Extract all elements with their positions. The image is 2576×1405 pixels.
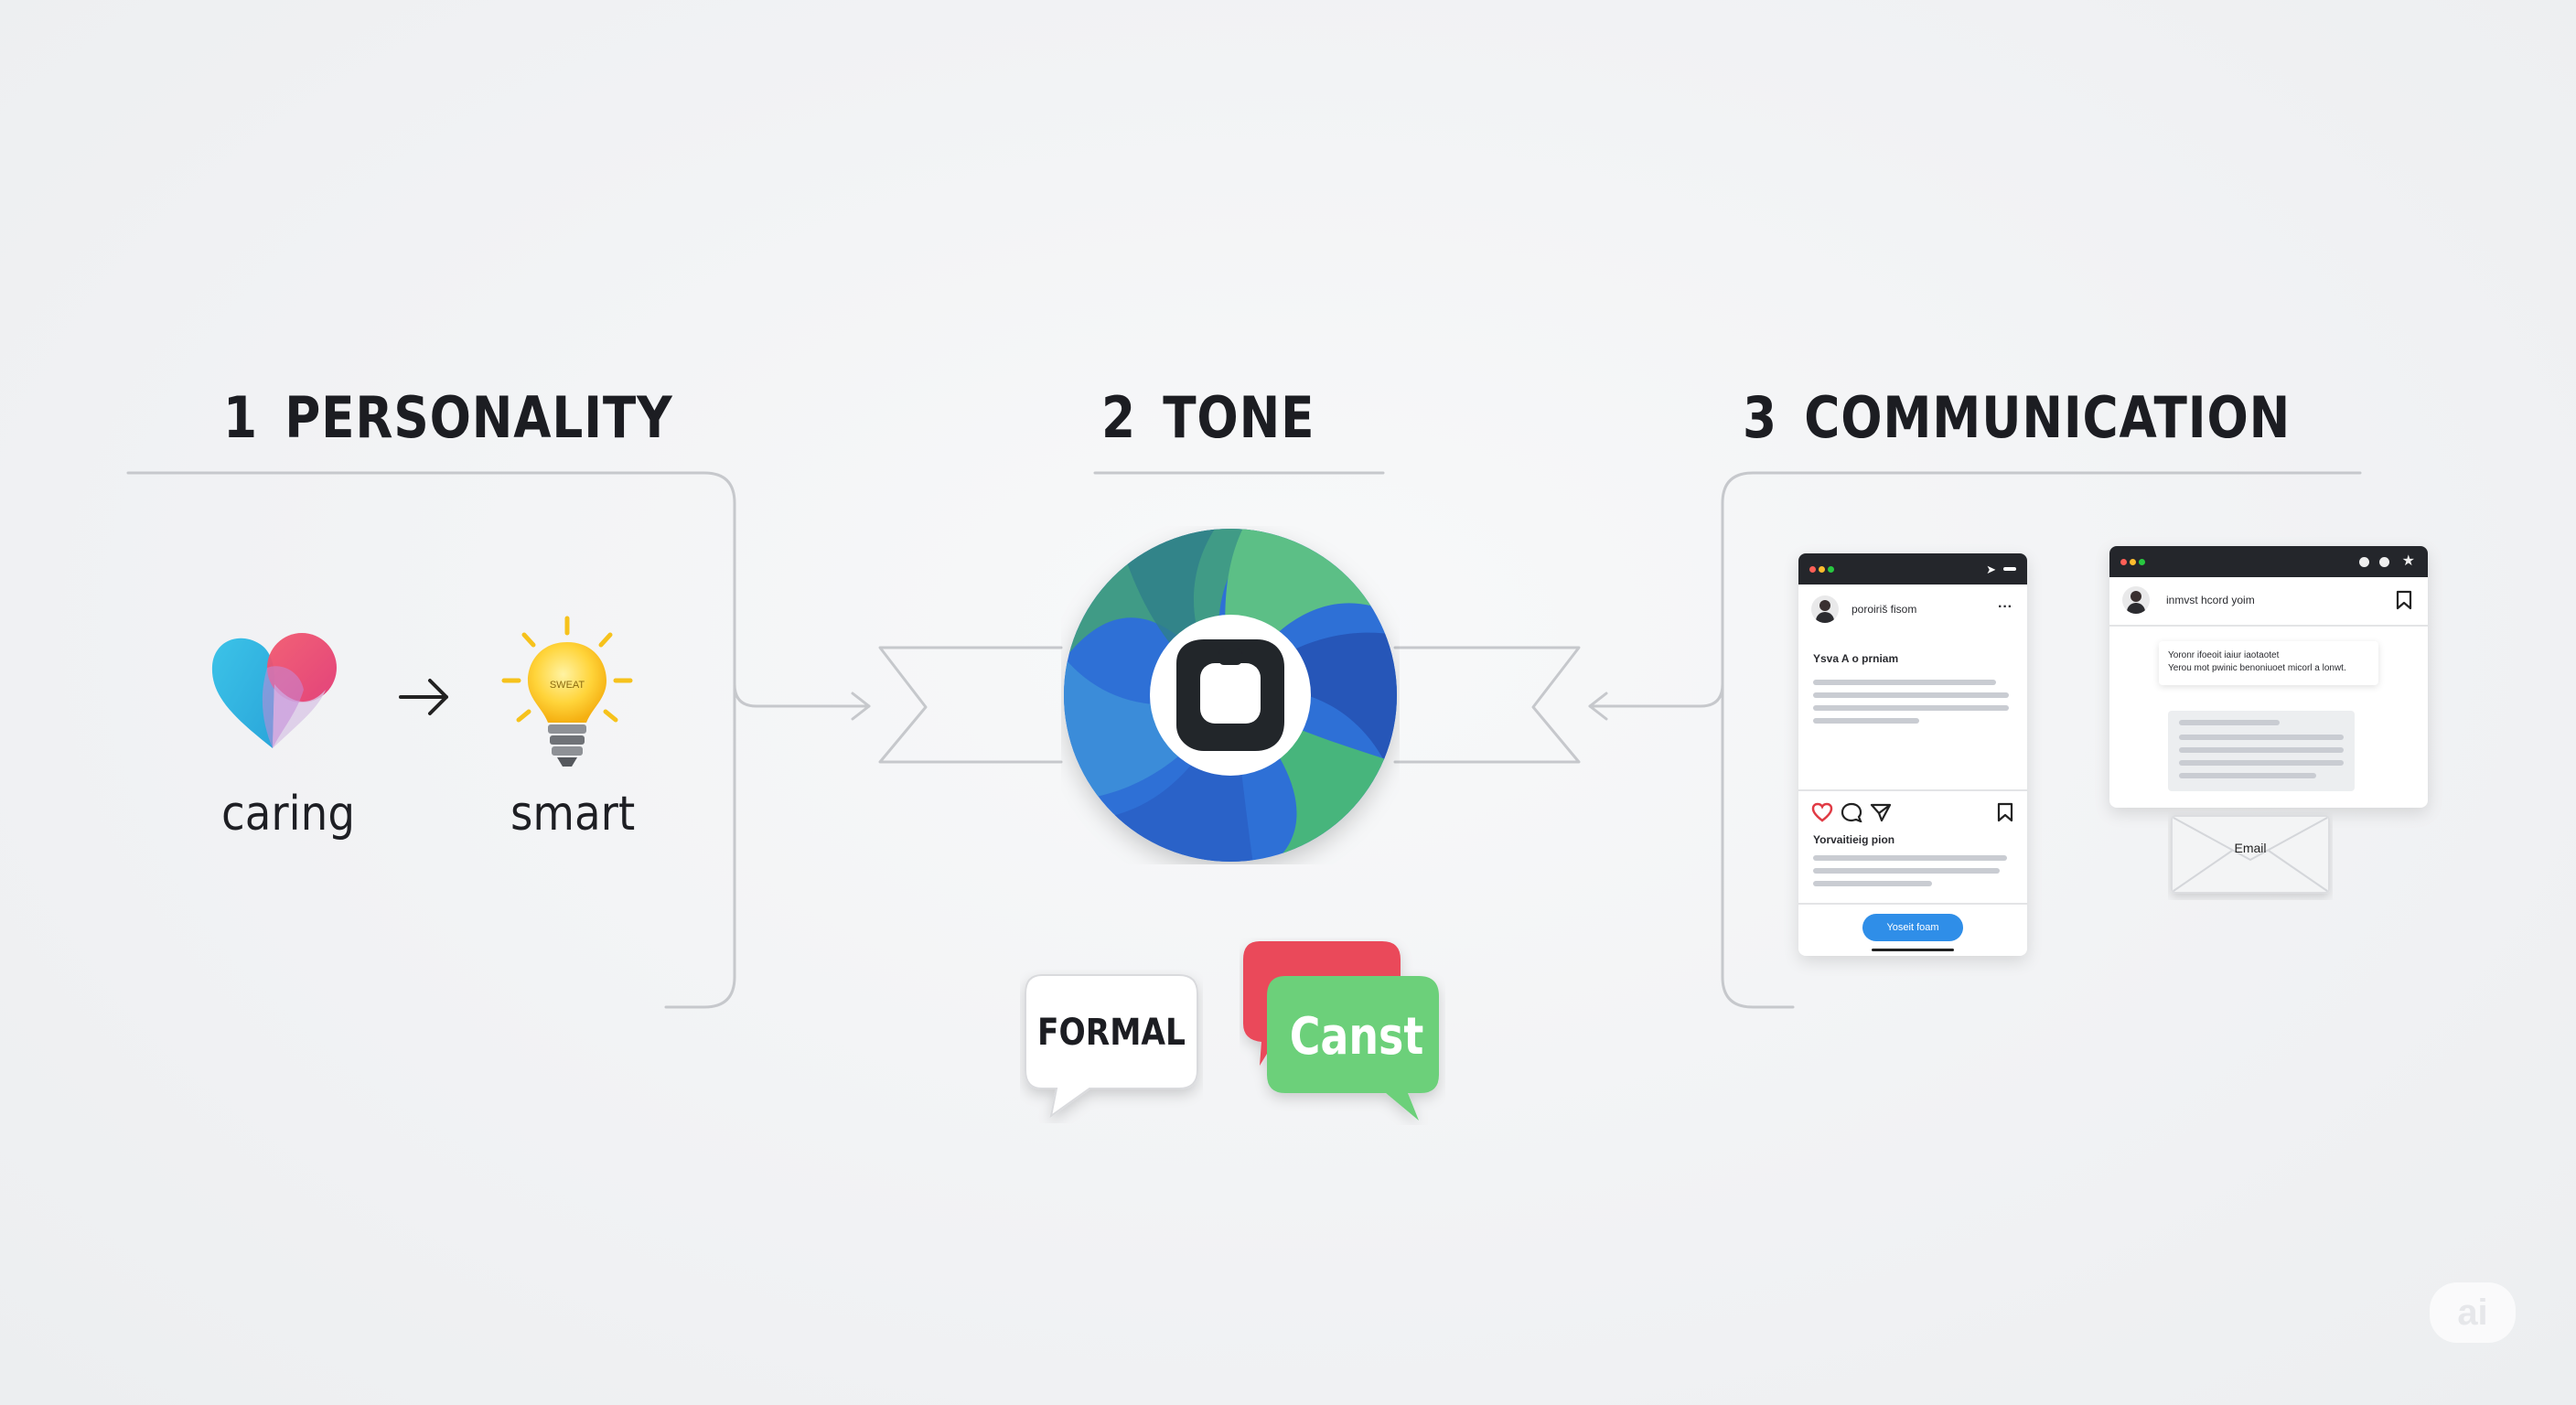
- arrow-right-icon: [399, 679, 448, 715]
- text-line: [1813, 705, 2009, 711]
- window-dot: [2120, 559, 2127, 565]
- message-line: Yoronr ifoeoit iaiur iaotaotet: [2168, 650, 2280, 660]
- email-card: ★ inmvst hcord yoim Yoronr ifoeoit iaiur…: [2109, 546, 2428, 808]
- text-line: [2179, 720, 2280, 725]
- lightbulb-icon: SWEAT: [501, 616, 633, 767]
- text-line: [1813, 881, 1932, 886]
- section-heading-personality: 1 PERSONALITY: [223, 384, 673, 451]
- section-title: COMMUNICATION: [1804, 384, 2292, 451]
- message-line: Yerou mot pwinic benoniuoet micorl a lon…: [2168, 663, 2346, 673]
- envelope-icon: Email: [2171, 815, 2330, 894]
- logo-icon: [1064, 529, 1397, 862]
- text-line: [2179, 747, 2344, 753]
- window-dot: [2130, 559, 2136, 565]
- bulb-label: SWEAT: [550, 680, 585, 691]
- text-line: [1813, 692, 2009, 698]
- window-dot: [1828, 566, 1834, 573]
- text-line: [2179, 773, 2316, 778]
- section-heading-communication: 3 COMMUNICATION: [1743, 384, 2291, 451]
- window-dot: [1819, 566, 1825, 573]
- text-line: [1813, 680, 1996, 685]
- formal-label: FORMAL: [1037, 1010, 1186, 1053]
- email-body-preview: [2168, 711, 2355, 791]
- section-number: 1: [223, 384, 258, 451]
- post-username: poroiriš fisom: [1852, 603, 1917, 616]
- trait-smart: smart: [510, 787, 636, 842]
- formal-bubble: FORMAL: [1025, 974, 1198, 1119]
- email-message: Yoronr ifoeoit iaiur iaotaotet Yerou mot…: [2159, 641, 2378, 685]
- section-heading-tone: 2 TONE: [1101, 384, 1315, 451]
- text-line: [1813, 868, 2000, 874]
- window-dot: [1809, 566, 1816, 573]
- envelope-label: Email: [2234, 841, 2266, 855]
- home-indicator: [1872, 949, 1954, 951]
- share-icon[interactable]: [1870, 802, 1892, 822]
- text-line: [2179, 735, 2344, 740]
- window-control[interactable]: [2379, 557, 2389, 567]
- post-title: Ysva A o prniam: [1813, 652, 1899, 665]
- bookmark-icon[interactable]: [2395, 590, 2413, 610]
- social-post-card: ➤ poroiriš fisom ··· Ysva A o prniam Yor…: [1798, 553, 2027, 956]
- avatar: [2122, 586, 2150, 614]
- trait-caring: caring: [221, 787, 356, 842]
- post-caption: Yorvaitieig pion: [1813, 833, 1895, 846]
- section-title: TONE: [1163, 384, 1315, 451]
- section-number: 3: [1743, 384, 1777, 451]
- bookmark-icon[interactable]: [1996, 802, 2014, 822]
- section-number: 2: [1101, 384, 1136, 451]
- divider: [1798, 789, 2027, 791]
- watermark: ai: [2430, 1282, 2516, 1343]
- comment-icon[interactable]: [1841, 802, 1862, 822]
- text-line: [1813, 855, 2007, 861]
- text-line: [1813, 718, 1919, 724]
- text-line: [2179, 760, 2344, 766]
- send-icon: ➤: [1986, 563, 1996, 576]
- divider: [1798, 903, 2027, 905]
- menu-icon: [2003, 567, 2016, 571]
- like-icon[interactable]: [1811, 802, 1833, 822]
- casual-bubble: Canst: [1243, 941, 1439, 1121]
- post-action-button[interactable]: Yoseit foam: [1862, 914, 1963, 941]
- window-control[interactable]: [2359, 557, 2369, 567]
- star-icon[interactable]: ★: [2401, 553, 2415, 569]
- divider: [2109, 625, 2428, 627]
- card-titlebar: ➤: [1798, 553, 2027, 585]
- email-sender: inmvst hcord yoim: [2166, 594, 2255, 606]
- casual-label: Canst: [1290, 1007, 1424, 1067]
- more-icon[interactable]: ···: [1998, 599, 2012, 615]
- avatar: [1811, 595, 1839, 623]
- heart-icon: [211, 633, 337, 748]
- section-title: PERSONALITY: [284, 384, 673, 451]
- card-titlebar: ★: [2109, 546, 2428, 577]
- window-dot: [2139, 559, 2145, 565]
